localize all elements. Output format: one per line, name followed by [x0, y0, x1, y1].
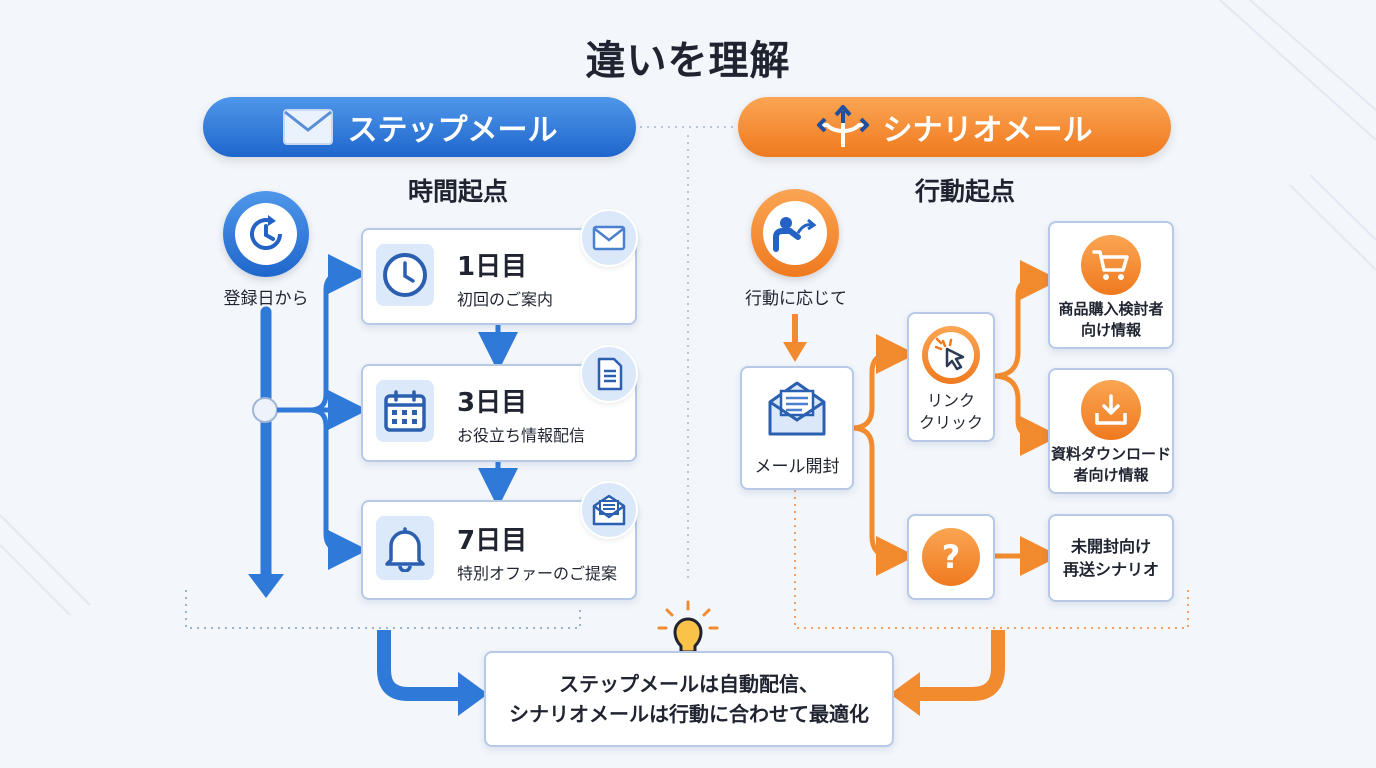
calendar-icon-box: [376, 380, 434, 442]
registration-start-label: 登録日から: [223, 289, 309, 309]
user-action-label: 行動に応じて: [745, 289, 847, 309]
time-based-heading: 時間起点: [407, 177, 508, 206]
clock-icon: [383, 253, 427, 297]
mail-open-label: メール開封: [754, 457, 840, 477]
cursor-click-icon: [934, 337, 965, 371]
clock-restart-icon: [250, 215, 282, 250]
document-icon: [597, 357, 623, 391]
result-resend-text: 未開封向け 再送シナリオ: [1063, 535, 1159, 581]
link-click-label-line1: リンク: [926, 391, 975, 410]
shopping-cart-icon: [1092, 250, 1129, 280]
link-click-label-line2: クリック: [918, 413, 983, 432]
cart-icon-circle: [1081, 235, 1141, 295]
result-download-line1: 資料ダウンロード: [1050, 445, 1171, 463]
user-action-icon: [773, 217, 817, 252]
summary-box: ステップメールは自動配信、 シナリオメールは行動に合わせて最適化: [484, 651, 894, 747]
open-envelope-icon: [592, 494, 626, 526]
step-card-day7-desc: 特別オファーのご提案: [457, 564, 618, 583]
question-icon: ?: [922, 528, 980, 586]
step-mail-header-label: ステップメール: [347, 113, 558, 148]
link-click-label: リンク クリック: [909, 390, 993, 434]
result-download-text: 資料ダウンロード 者向け情報: [1050, 444, 1172, 486]
result-purchase-text: 商品購入検討者 向け情報: [1050, 299, 1172, 341]
step-card-day1-desc: 初回のご案内: [457, 290, 554, 309]
step-card-day3-day: 3日目: [457, 388, 528, 418]
download-icon-circle: [1081, 380, 1141, 440]
clock-icon-box: [376, 244, 434, 306]
summary-line1: ステップメールは自動配信、: [559, 672, 819, 696]
result-resend-line1: 未開封向け: [1070, 537, 1151, 556]
result-card-resend: 未開封向け 再送シナリオ: [1048, 514, 1174, 602]
no-open-card: ?: [907, 514, 995, 600]
page-title: 違いを理解: [585, 38, 791, 84]
result-card-purchase: 商品購入検討者 向け情報: [1048, 221, 1174, 349]
branching-arrows-icon: [816, 105, 869, 147]
document-badge: [580, 345, 638, 403]
step-card-day1-day: 1日目: [457, 252, 528, 282]
step-card-day3: 3日目 お役立ち情報配信: [361, 364, 637, 462]
link-click-card: リンク クリック: [907, 312, 995, 442]
step-mail-header: ステップメール: [203, 97, 636, 157]
registration-start-badge: [223, 191, 309, 277]
calendar-icon: [384, 390, 426, 432]
scenario-mail-header-label: シナリオメール: [882, 113, 1093, 148]
letter-badge: [580, 481, 638, 539]
bell-icon: [385, 527, 425, 572]
action-based-heading: 行動起点: [914, 177, 1015, 206]
result-purchase-line1: 商品購入検討者: [1058, 300, 1164, 318]
summary-line2: シナリオメールは行動に合わせて最適化: [509, 702, 869, 726]
mail-badge: [580, 209, 638, 267]
result-resend-line2: 再送シナリオ: [1062, 560, 1159, 579]
step-card-day3-desc: お役立ち情報配信: [457, 426, 586, 445]
envelope-icon: [282, 109, 333, 145]
result-card-download: 資料ダウンロード 者向け情報: [1048, 368, 1174, 494]
click-icon-circle: [922, 326, 980, 384]
envelope-icon: [592, 225, 626, 251]
mail-open-card: メール開封: [740, 366, 854, 490]
open-envelope-icon: [768, 381, 826, 436]
download-icon: [1095, 394, 1127, 425]
scenario-mail-header: シナリオメール: [738, 97, 1171, 157]
result-download-line2: 者向け情報: [1073, 466, 1149, 484]
result-purchase-line2: 向け情報: [1080, 321, 1141, 339]
bell-icon-box: [376, 516, 434, 580]
user-action-badge: [751, 189, 839, 277]
step-card-day1: 1日目 初回のご案内: [361, 228, 637, 325]
step-card-day7-day: 7日目: [457, 526, 528, 556]
